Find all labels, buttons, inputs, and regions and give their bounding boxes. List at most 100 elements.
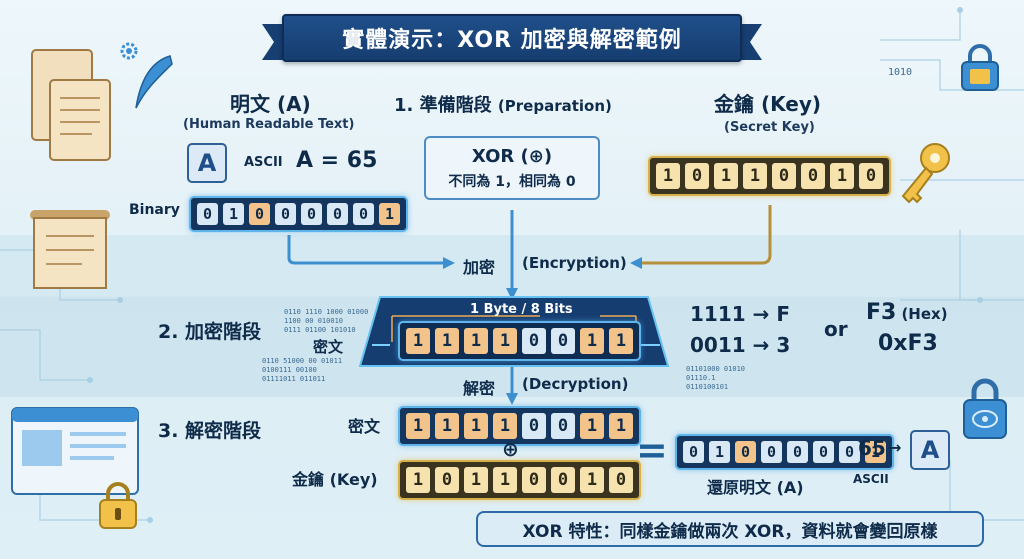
- bit: 1: [609, 413, 633, 439]
- gear-icon: [120, 42, 138, 60]
- hex-value-row: F3 (Hex): [866, 300, 948, 325]
- bit: 0: [249, 203, 270, 225]
- key-subheading: (Secret Key): [724, 120, 815, 135]
- result-ascii: ASCII: [853, 472, 889, 486]
- bit: 1: [656, 163, 680, 189]
- bit: 0: [301, 203, 322, 225]
- lock-icon: [99, 482, 137, 529]
- xor-title: XOR (⊕): [471, 146, 553, 167]
- bit: 0: [609, 467, 633, 493]
- decrypt-key-bits: 1 0 1 1 0 0 1 0: [398, 460, 641, 500]
- equals-sign: =: [636, 428, 668, 472]
- binary-decor: 1010: [888, 67, 913, 78]
- hex-line-1: 1111 → F: [690, 302, 791, 326]
- ascii-label: ASCII: [244, 155, 283, 170]
- bit: 1: [406, 328, 430, 354]
- bit: 1: [493, 413, 517, 439]
- bit: 1: [493, 467, 517, 493]
- bit: 0: [522, 328, 546, 354]
- decrypt-cipher-label: 密文: [348, 417, 381, 436]
- decrypt-cipher-bits: 1 1 1 1 0 0 1 1: [398, 406, 641, 446]
- result-bits: 0 1 0 0 0 0 0 1: [675, 434, 894, 470]
- bit: 0: [839, 441, 860, 463]
- bit: 1: [609, 328, 633, 354]
- bit: 0: [801, 163, 825, 189]
- result-letter-box: A: [910, 430, 950, 470]
- feather-icon: [135, 55, 173, 109]
- bit: 1: [464, 413, 488, 439]
- decrypt-label-en: (Decryption): [522, 375, 629, 393]
- bit: 0: [522, 467, 546, 493]
- bit: 0: [551, 467, 575, 493]
- bit: 1: [435, 413, 459, 439]
- bit: 0: [435, 467, 459, 493]
- bit: 0: [859, 163, 883, 189]
- bit: 1: [493, 328, 517, 354]
- hex-tag: (Hex): [901, 305, 948, 323]
- prep-heading-zh: 1. 準備階段: [394, 95, 492, 116]
- bit: 1: [580, 413, 604, 439]
- bit: 0: [353, 203, 374, 225]
- bit: 1: [743, 163, 767, 189]
- binary-decor: 0110 51000 00 01011 0100111 00100 011110…: [262, 357, 343, 383]
- cipher-bits: 1 1 1 1 0 0 1 1: [398, 321, 641, 361]
- prep-heading-en: (Preparation): [497, 97, 612, 115]
- cipher-label: 密文: [313, 338, 344, 356]
- bit: 0: [522, 413, 546, 439]
- plaintext-bits: 0 1 0 0 0 0 0 1: [189, 196, 408, 232]
- binary-decor: 0110 1110 1000 01000 1100 00 010010 0111…: [284, 308, 369, 334]
- encrypt-label-en: (Encryption): [522, 254, 627, 272]
- result-arrow: →: [888, 438, 902, 457]
- padlock-shield-icon: [963, 378, 1007, 439]
- binary-label: Binary: [129, 202, 180, 218]
- result-label: 還原明文 (A): [707, 478, 804, 497]
- bit: 0: [551, 328, 575, 354]
- lock-icon: [961, 44, 999, 91]
- hex-value: F3: [866, 300, 897, 325]
- bit: 0: [551, 413, 575, 439]
- bit: 0: [772, 163, 796, 189]
- xor-rule: 不同為 1，相同為 0: [448, 174, 576, 190]
- bit: 0: [787, 441, 808, 463]
- plaintext-subheading: (Human Readable Text): [183, 117, 355, 132]
- bit: 1: [464, 328, 488, 354]
- encrypt-label-zh: 加密: [463, 258, 496, 277]
- bit: 1: [830, 163, 854, 189]
- bit: 0: [275, 203, 296, 225]
- footer-note: XOR 特性：同樣金鑰做兩次 XOR，資料就會變回原樣: [476, 511, 984, 547]
- bit: 1: [406, 413, 430, 439]
- bit: 1: [464, 467, 488, 493]
- bit: 1: [223, 203, 244, 225]
- decrypt-label-zh: 解密: [463, 379, 496, 398]
- bit: 0: [683, 441, 704, 463]
- xor-symbol: ⊕: [502, 437, 519, 461]
- bit: 0: [685, 163, 709, 189]
- or-label: or: [824, 317, 848, 341]
- scroll-icon: [30, 49, 111, 289]
- bit: 1: [435, 328, 459, 354]
- plaintext-letter-box: A: [187, 143, 227, 183]
- browser-window-icon: [11, 407, 139, 495]
- plaintext-heading: 明文 (A): [230, 92, 311, 116]
- bit: 1: [580, 328, 604, 354]
- bit: 0: [327, 203, 348, 225]
- hex-line-2: 0011 → 3: [690, 333, 791, 357]
- decrypt-key-label: 金鑰 (Key): [292, 470, 378, 489]
- page-title: 實體演示：XOR 加密與解密範例: [282, 14, 742, 62]
- stage-3-label: 3. 解密階段: [158, 420, 262, 442]
- key-icon: [901, 143, 950, 204]
- result-value: 65: [858, 436, 886, 460]
- ascii-value: A = 65: [296, 148, 378, 173]
- key-heading: 金鑰 (Key): [714, 92, 821, 116]
- bit: 1: [406, 467, 430, 493]
- bit: 1: [865, 441, 886, 463]
- byte-label: 1 Byte / 8 Bits: [470, 302, 573, 317]
- xor-rule-box: XOR (⊕) 不同為 1，相同為 0: [424, 136, 600, 200]
- bit: 0: [197, 203, 218, 225]
- stage-2-label: 2. 加密階段: [158, 321, 262, 343]
- bit: 1: [714, 163, 738, 189]
- bit: 0: [761, 441, 782, 463]
- bit: 1: [379, 203, 400, 225]
- prep-heading: 1. 準備階段 (Preparation): [394, 91, 612, 117]
- bit: 0: [813, 441, 834, 463]
